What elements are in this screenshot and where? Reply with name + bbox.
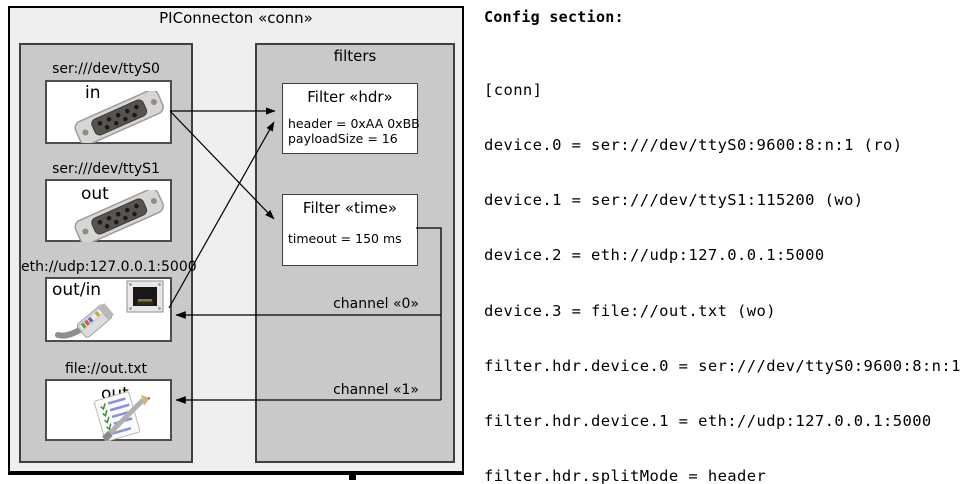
device-box-eth: out/in — [45, 277, 172, 342]
config-section-heading: Config section: — [484, 8, 624, 26]
ethernet-rj45-icon — [55, 280, 164, 339]
filter-attr: header = 0xAA 0xBB — [288, 116, 420, 131]
config-line: filter.hdr.splitMode = header — [484, 467, 767, 484]
config-line: device.1 = ser:///dev/ttyS1:115200 (wo) — [484, 191, 864, 210]
device-uri-ttys0: ser:///dev/ttyS0 — [52, 61, 160, 77]
channel-1-label: channel «1» — [333, 382, 419, 398]
filter-attr: payloadSize = 16 — [288, 131, 398, 146]
device-uri-file: file://out.txt — [64, 361, 148, 377]
serial-db9-icon — [74, 91, 164, 143]
notepad-pencil-icon — [93, 391, 150, 441]
config-line: device.3 = file://out.txt (wo) — [484, 301, 776, 320]
device-uri-eth: eth://udp:127.0.0.1:5000 — [21, 259, 197, 275]
filter-hdr-box: Filter «hdr» header = 0xAA 0xBB payloadS… — [282, 83, 420, 154]
config-line: filter.hdr.device.0 = ser:///dev/ttyS0:9… — [484, 356, 961, 375]
filter-time-attributes: timeout = 150 ms — [288, 231, 402, 246]
config-line: filter.hdr.device.1 = eth://udp:127.0.0.… — [484, 412, 932, 431]
devices-panel: ser:///dev/ttyS0 in ser:///dev/ttyS1 out — [19, 43, 197, 463]
device-box-file: out — [45, 379, 172, 441]
config-line: device.0 = ser:///dev/ttyS0:9600:8:n:1 (… — [484, 136, 903, 155]
filter-time-title: Filter «time» — [302, 199, 398, 217]
filter-attr: timeout = 150 ms — [288, 231, 402, 246]
serial-db9-icon — [74, 190, 164, 242]
device-uri-ttys1: ser:///dev/ttyS1 — [52, 161, 160, 177]
frame-bottom-tick — [349, 474, 356, 480]
filter-hdr-attributes: header = 0xAA 0xBB payloadSize = 16 — [288, 116, 420, 146]
filter-time-box: Filter «time» timeout = 150 ms — [282, 194, 418, 266]
filters-panel: filters Filter «hdr» header = 0xAA 0xBB … — [255, 43, 455, 463]
device-box-ttys1: out — [45, 179, 172, 242]
device-direction-label: out — [81, 184, 109, 204]
device-direction-label: out/in — [52, 280, 102, 300]
piconnecton-title: PIConnecton «conn» — [159, 9, 313, 27]
config-line: device.2 = eth://udp:127.0.0.1:5000 — [484, 246, 825, 265]
filters-panel-title: filters — [333, 47, 377, 65]
config-text-block: [conn] device.0 = ser:///dev/ttyS0:9600:… — [484, 44, 964, 484]
device-direction-label: in — [85, 83, 101, 103]
device-box-ttys0: in — [45, 80, 172, 144]
channel-0-label: channel «0» — [333, 296, 419, 312]
config-line: [conn] — [484, 80, 543, 99]
filter-hdr-title: Filter «hdr» — [307, 88, 393, 106]
